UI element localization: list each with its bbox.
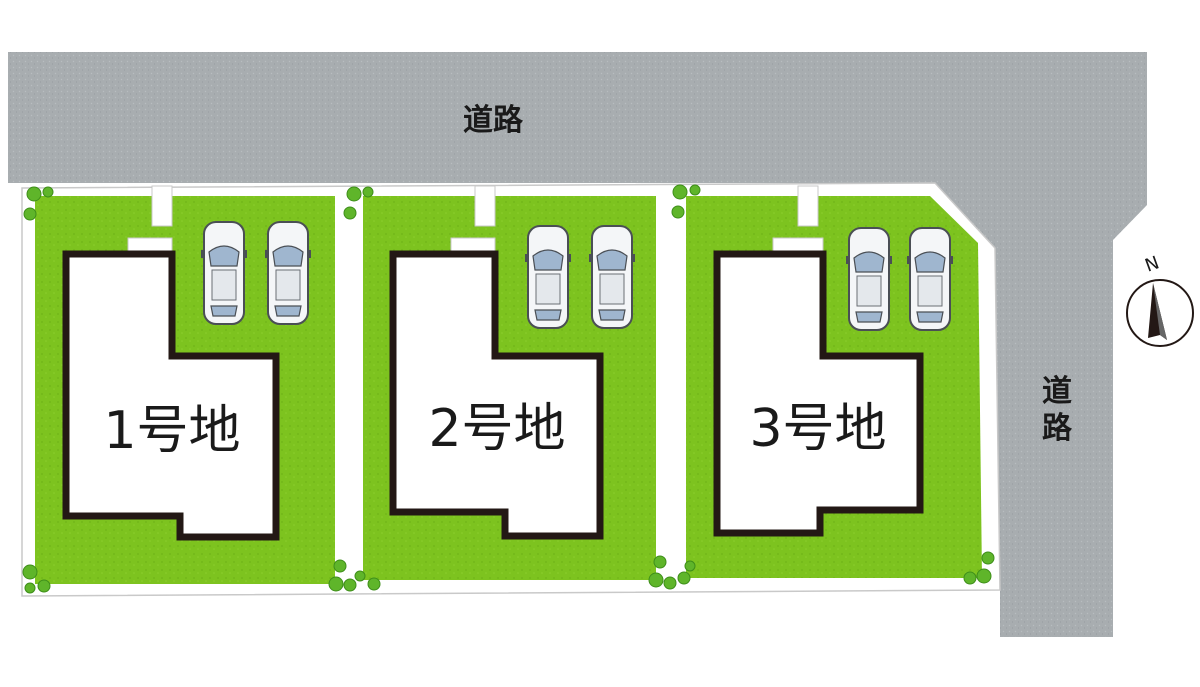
tree-icon xyxy=(677,571,691,585)
car-icon xyxy=(589,225,635,329)
tree-icon xyxy=(367,577,381,591)
tree-icon xyxy=(346,186,362,202)
parking-cars xyxy=(201,221,953,331)
tree-icon xyxy=(343,206,357,220)
trees xyxy=(22,184,995,594)
tree-icon xyxy=(362,186,374,198)
tree-icon xyxy=(22,564,38,580)
top-road-label: 道路 xyxy=(463,103,524,138)
tree-icon xyxy=(23,207,37,221)
tree-icon xyxy=(648,572,664,588)
right-road-label-2: 路 xyxy=(1042,411,1073,446)
lot-3-label: 3号地 xyxy=(749,399,886,459)
car-icon xyxy=(265,221,311,325)
tree-icon xyxy=(24,582,36,594)
lot-3[interactable]: 3号地 xyxy=(686,185,982,578)
tree-icon xyxy=(981,551,995,565)
lot-2-label: 2号地 xyxy=(428,399,565,459)
lot-2-walkway xyxy=(474,185,496,227)
lot-2-building xyxy=(389,250,604,540)
tree-icon xyxy=(42,186,54,198)
tree-icon xyxy=(689,184,701,196)
lot-3-walkway xyxy=(797,185,819,227)
tree-icon xyxy=(976,568,992,584)
tree-icon xyxy=(663,576,677,590)
tree-icon xyxy=(684,560,696,572)
road-surface xyxy=(8,52,1147,637)
tree-icon xyxy=(671,205,685,219)
lot-3-building xyxy=(713,250,924,537)
car-icon xyxy=(201,221,247,325)
tree-icon xyxy=(328,576,344,592)
tree-icon xyxy=(963,571,977,585)
lot-1-label: 1号地 xyxy=(103,401,240,461)
tree-icon xyxy=(653,555,667,569)
compass: N xyxy=(1126,252,1194,347)
right-road-label-1: 道 xyxy=(1042,374,1072,409)
tree-icon xyxy=(37,579,51,593)
lot-1-walkway xyxy=(151,185,173,227)
tree-icon xyxy=(672,184,688,200)
tree-icon xyxy=(333,559,347,573)
tree-icon xyxy=(354,570,366,582)
compass-north-label: N xyxy=(1142,252,1162,276)
tree-icon xyxy=(26,186,42,202)
car-icon xyxy=(525,225,571,329)
tree-icon xyxy=(343,578,357,592)
lot-1-building xyxy=(62,250,280,541)
car-icon xyxy=(907,227,953,331)
car-icon xyxy=(846,227,892,331)
